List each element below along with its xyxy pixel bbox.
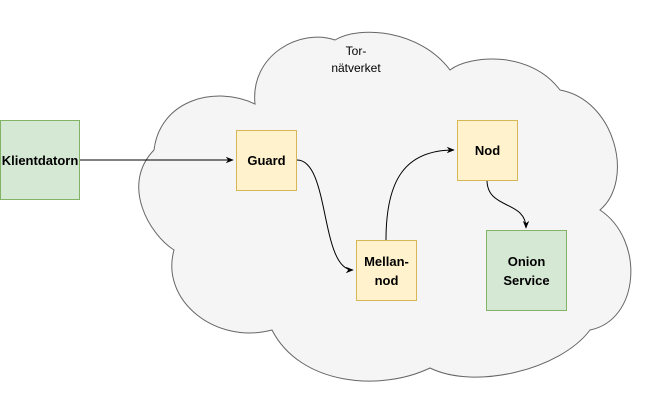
tor-network-label-line2: nätverket [331,61,381,75]
tor-network-label-line1: Tor- [345,44,367,58]
tor-network-cloud [138,31,632,382]
edge-middle-to-node [385,146,455,241]
guard-node-label: Guard [247,153,286,168]
guard-node: Guard [236,130,297,191]
onion-service-label-line2: Service [503,272,550,288]
edge-node-to-onion [486,179,530,229]
client-computer-label: Klientdatorn [1,152,79,168]
onion-service-label-line1: Onion [507,253,546,269]
client-computer-node: Klientdatorn [0,120,80,200]
middle-node-label-line2: nod [374,272,399,288]
exit-node: Nod [457,120,518,181]
onion-service-node: Onion Service [486,230,567,311]
edge-guard-to-middle [296,159,354,274]
middle-node-label-line1: Mellan- [364,253,409,269]
middle-node: Mellan- nod [356,240,417,301]
exit-node-label: Nod [474,143,501,158]
tor-network-label: Tor- nätverket [318,43,394,77]
